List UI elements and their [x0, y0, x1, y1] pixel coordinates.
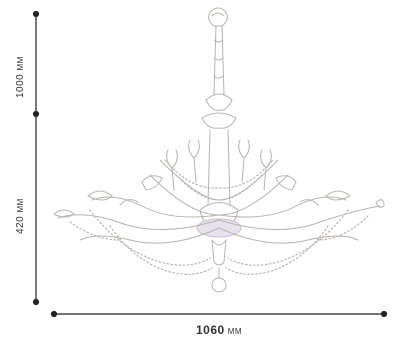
stem — [213, 25, 225, 96]
width-unit: MM — [227, 327, 243, 336]
width-value: 1060 — [196, 323, 225, 337]
dimension-lines — [32, 10, 388, 318]
dim-tick-top — [32, 10, 40, 18]
right-garland — [227, 209, 349, 266]
height-bottom-dimension-label: 420 MM — [15, 198, 26, 234]
chandelier-sketch-icon — [53, 7, 385, 293]
left-arm-outer — [91, 196, 220, 218]
height-bottom-value: 420 — [15, 215, 26, 234]
dim-tick-bottom — [32, 298, 40, 306]
dim-tick-right — [380, 310, 388, 318]
height-top-dimension-label: 1000 MM — [15, 56, 26, 98]
right-arm-outer — [218, 196, 347, 218]
left-garland — [89, 209, 211, 266]
height-bottom-unit: MM — [16, 198, 25, 213]
central-body — [207, 129, 231, 206]
dim-tick-middle — [32, 110, 40, 118]
height-top-unit: MM — [16, 56, 25, 71]
height-top-value: 1000 — [15, 73, 26, 98]
canopy — [208, 7, 228, 27]
dim-tick-left — [50, 310, 58, 318]
